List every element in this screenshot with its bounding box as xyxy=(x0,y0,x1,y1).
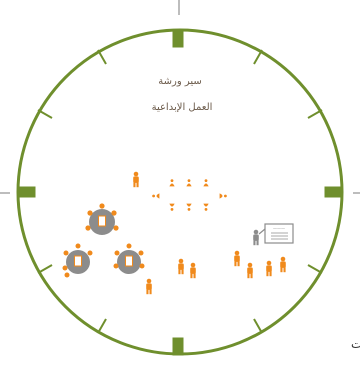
board-caption: ——— xyxy=(273,226,285,231)
edge-text: ت xyxy=(351,337,360,351)
title-line-2: العمل الإبداعية xyxy=(152,102,213,113)
title-line-1: سير ورشة xyxy=(158,76,202,87)
presenter-board: ——— xyxy=(253,223,294,246)
group-table-3 xyxy=(113,243,145,274)
group-table-2 xyxy=(62,243,93,278)
ring-markers xyxy=(17,29,343,356)
group-table-1 xyxy=(85,203,119,235)
crosshair-ticks xyxy=(0,0,360,194)
